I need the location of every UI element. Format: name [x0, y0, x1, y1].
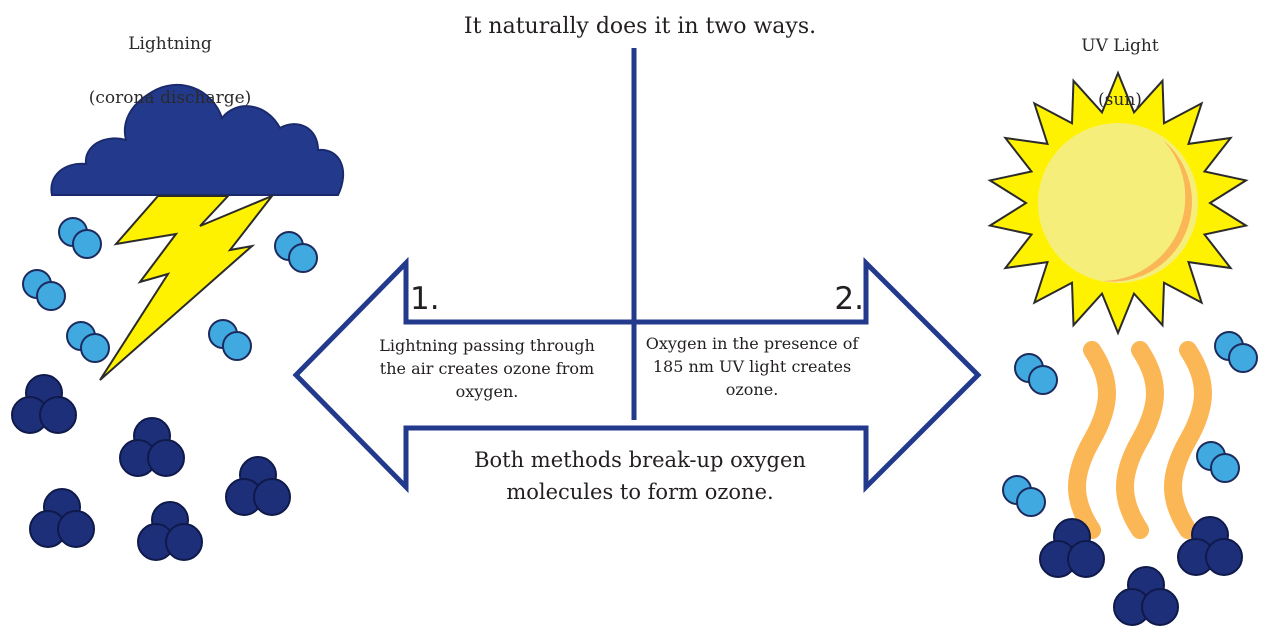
double-arrow: [292, 256, 982, 494]
lightning-bolt-icon: [99, 193, 276, 381]
top-text: It naturally does it in two ways.: [463, 14, 817, 39]
lightning-caption-title: Lightning: [128, 34, 212, 54]
uv-caption-title: UV Light: [1081, 36, 1159, 56]
method-2-number: 2.: [834, 281, 864, 317]
uv-caption: UV Light (sun): [1040, 6, 1200, 141]
method-1-text: Lightning passing through the air create…: [379, 336, 595, 401]
bottom-text: Both methods break-up oxygen molecules t…: [474, 448, 806, 504]
uv-caption-subtitle: (sun): [1098, 90, 1142, 110]
method-2-text: Oxygen in the presence of 185 nm UV ligh…: [645, 334, 859, 399]
uv-waves-icon: [1068, 341, 1212, 539]
ozone-molecules-left: [11, 374, 291, 561]
method-1-number: 1.: [410, 281, 440, 317]
lightning-caption-subtitle: (corona discharge): [88, 88, 252, 108]
sun-icon: [987, 70, 1249, 336]
storm-cloud-icon: [50, 83, 345, 196]
lightning-caption: Lightning (corona discharge): [60, 4, 280, 139]
